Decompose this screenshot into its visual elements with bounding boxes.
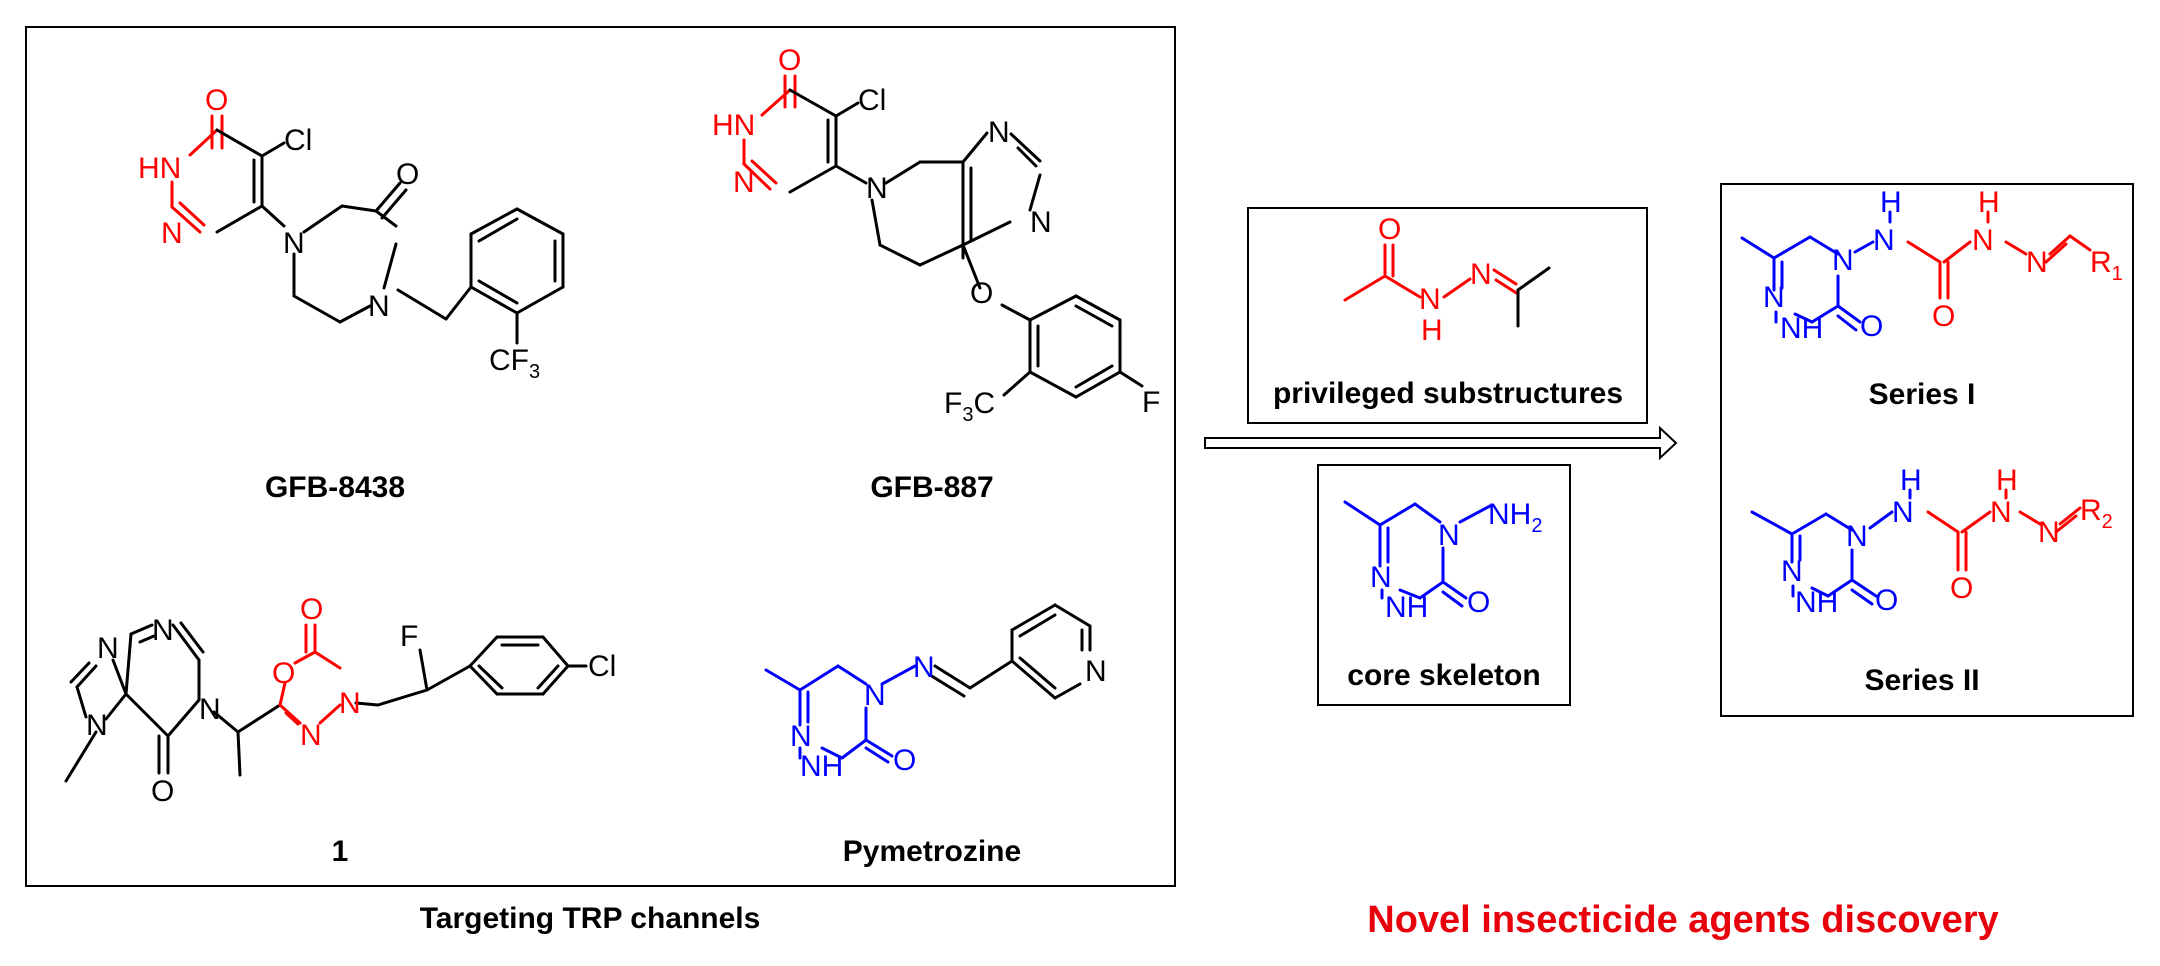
atom-label: Cl <box>588 650 616 683</box>
atom-label: NH <box>1795 586 1838 619</box>
atom-label: N <box>97 632 119 665</box>
atom-label: N <box>864 679 886 712</box>
atom-label: N <box>1892 496 1914 529</box>
atom-label: F3C <box>944 387 995 426</box>
atom-label: N <box>1990 496 2012 529</box>
atom-label: NH <box>1780 312 1823 345</box>
atom-label: N <box>1085 655 1107 688</box>
compound-label: GFB-887 <box>870 471 993 504</box>
atom-label: O <box>1378 213 1401 246</box>
atom-label: O <box>396 158 419 191</box>
compound-label: Pymetrozine <box>843 835 1021 868</box>
atom-label: O <box>1860 310 1883 343</box>
reaction-arrow <box>1204 425 1678 461</box>
atom-label: O <box>205 84 228 117</box>
atom-label: O <box>1467 586 1490 619</box>
atom-label: O <box>1950 572 1973 605</box>
atom-label: Cl <box>284 124 312 157</box>
right-caption: Novel insecticide agents discovery <box>1367 899 1999 941</box>
atom-label: N <box>1873 224 1895 257</box>
series-label: Series I <box>1869 378 1976 411</box>
atom-label: H <box>1421 314 1443 347</box>
atom-label: H <box>1996 464 2018 497</box>
left-panel-frame <box>25 26 1176 887</box>
atom-label: N <box>1781 555 1803 588</box>
atom-label: NH2 <box>1488 498 1542 537</box>
atom-label: N <box>1972 224 1994 257</box>
atom-label: N <box>1370 561 1392 594</box>
atom-label: HN <box>138 152 181 185</box>
gfb-8438-atom-labels: O HN N Cl N N O CF3 <box>138 84 540 383</box>
atom-label: N <box>988 116 1010 149</box>
atom-label: N <box>368 290 390 323</box>
right-panel-frame <box>1720 183 2134 717</box>
atom-label: N <box>2038 516 2060 549</box>
atom-label: N <box>152 614 174 647</box>
atom-label: N <box>199 693 221 726</box>
pymetrozine-atom-labels: N N N NH O N <box>790 651 1107 783</box>
atom-label: N <box>2026 246 2048 279</box>
structure-gfb-8438 <box>170 114 565 345</box>
substructure-label: privileged substructures <box>1273 377 1623 410</box>
structure-series-1 <box>1740 210 2092 332</box>
atom-label: N <box>1846 520 1868 553</box>
gfb-887-atom-labels: O HN N Cl N N N O F F3C <box>712 44 1160 426</box>
atom-label: O <box>778 44 801 77</box>
structure-compound-1 <box>64 621 588 783</box>
atom-label: O <box>1875 584 1898 617</box>
atom-label: H <box>1900 464 1922 497</box>
atom-label: N <box>1470 258 1492 291</box>
left-caption: Targeting TRP channels <box>420 902 761 935</box>
structure-gfb-887 <box>742 74 1144 399</box>
structure-pymetrozine <box>764 603 1092 764</box>
series-1-atom-labels: N H N N NH O O H N N R1 <box>1763 186 2123 345</box>
atom-label: F <box>400 620 418 653</box>
atom-label: O <box>1932 300 1955 333</box>
atom-label: R2 <box>2080 494 2113 533</box>
atom-label: N <box>1763 281 1785 314</box>
atom-label: N <box>1030 206 1052 239</box>
atom-label: H <box>1978 186 2000 219</box>
atom-label: O <box>970 277 993 310</box>
atom-label: CF3 <box>489 344 540 383</box>
structure-series-2 <box>1750 488 2082 606</box>
atom-label: N <box>1438 519 1460 552</box>
atom-label: R1 <box>2090 246 2123 285</box>
atom-label: N <box>339 687 361 720</box>
compound-label: 1 <box>332 835 349 868</box>
substructure-box <box>1247 207 1648 424</box>
atom-label: NH <box>800 750 843 783</box>
atom-label: N <box>1419 283 1441 316</box>
atom-label: N <box>913 651 935 684</box>
atom-label: O <box>272 657 295 690</box>
atom-label: O <box>151 775 174 808</box>
atom-label: Cl <box>858 84 886 117</box>
structure-substructure-black <box>1516 266 1551 328</box>
compound-label: GFB-8438 <box>265 471 405 504</box>
atom-label: N <box>300 719 322 752</box>
atom-label: N <box>733 166 755 199</box>
core-skeleton-box <box>1317 464 1571 706</box>
core-skeleton-label: core skeleton <box>1347 659 1540 692</box>
atom-label: N <box>161 217 183 250</box>
atom-label: N <box>86 709 108 742</box>
atom-label: N <box>283 227 305 260</box>
atom-label: O <box>300 593 323 626</box>
compound-1-atom-labels: N N N N O O O N N F Cl <box>86 593 616 808</box>
atom-label: O <box>893 744 916 777</box>
atom-label: N <box>866 172 888 205</box>
atom-label: HN <box>712 109 755 142</box>
series-label: Series II <box>1864 664 1979 697</box>
substructure-atom-labels: O N H N <box>1378 213 1492 347</box>
series-2-atom-labels: N H N N NH O O H N N R2 <box>1781 464 2113 619</box>
core-atom-labels: N NH2 N NH O <box>1370 498 1542 624</box>
structure-core-skeleton <box>1343 500 1492 608</box>
atom-label: F <box>1142 386 1160 419</box>
atom-label: N <box>1832 244 1854 277</box>
atom-label: NH <box>1385 591 1428 624</box>
atom-label: N <box>790 720 812 753</box>
structure-privileged-substructure <box>1343 243 1520 302</box>
atom-label: H <box>1880 186 1902 219</box>
